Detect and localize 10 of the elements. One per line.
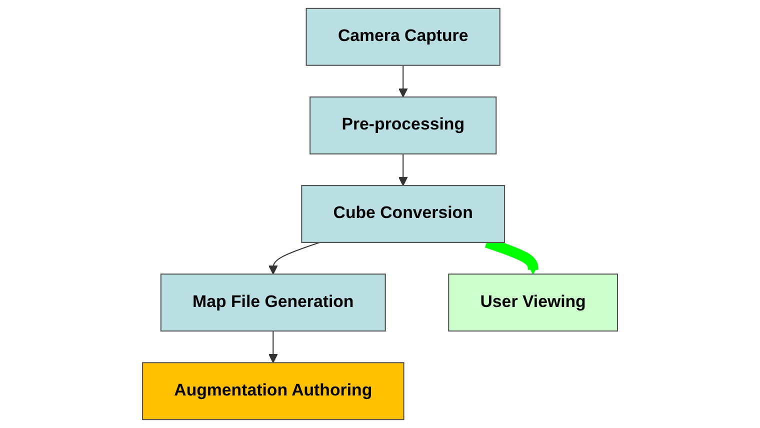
node-box: Augmentation Authoring	[142, 362, 404, 420]
node-box: Cube Conversion	[301, 185, 506, 243]
arrow	[268, 242, 320, 274]
arrow	[398, 154, 408, 186]
node-box: User Viewing	[448, 274, 618, 332]
arrow	[268, 331, 278, 364]
node-box: Map File Generation	[160, 274, 386, 332]
node-box: Camera Capture	[306, 8, 500, 66]
arrow	[398, 65, 408, 98]
node-box: Pre-processing	[310, 96, 497, 154]
